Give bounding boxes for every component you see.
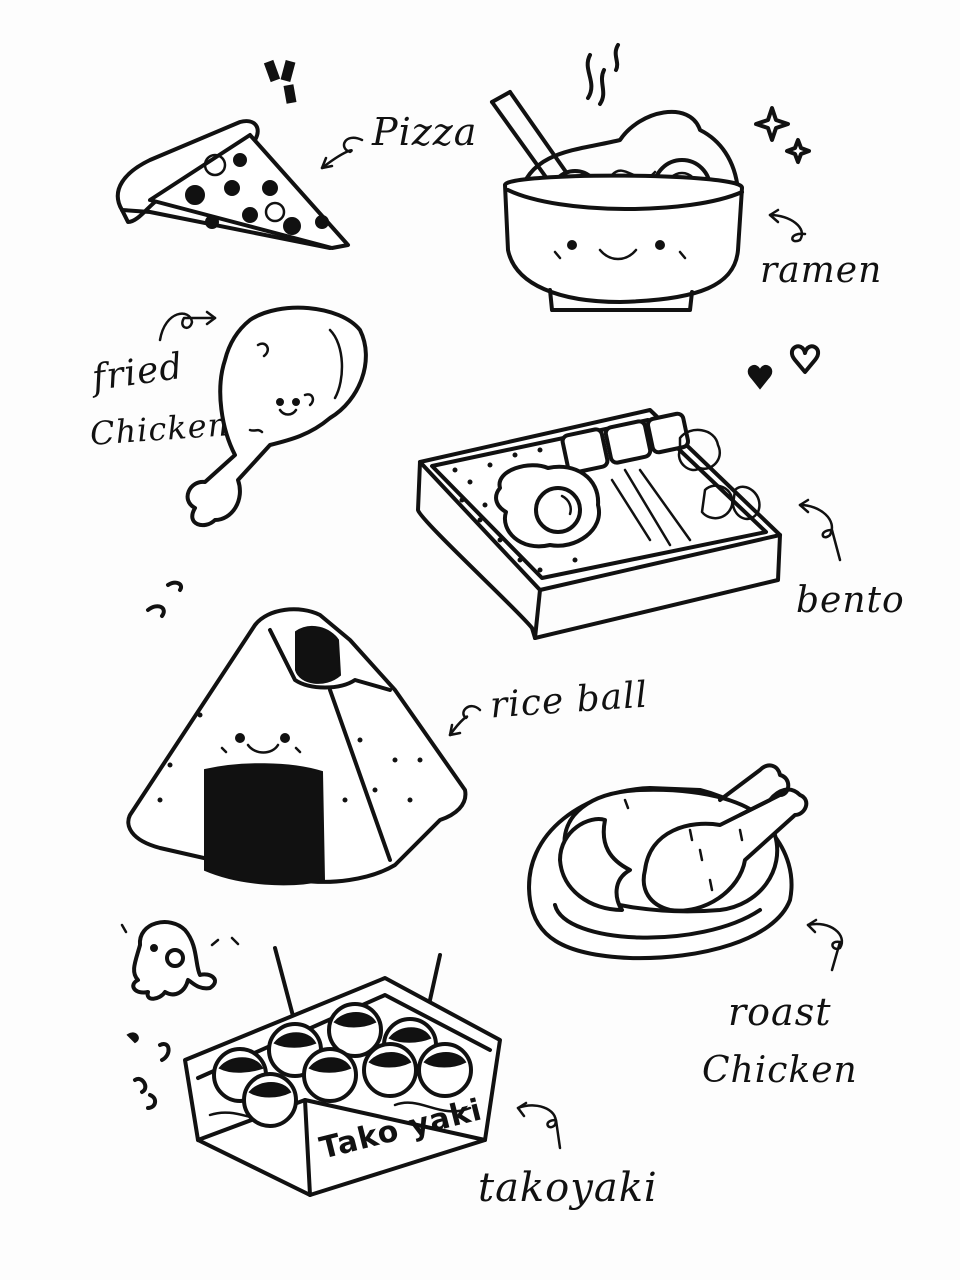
label-roast-chicken-line1: roast [728, 990, 832, 1034]
label-pizza: Pizza [372, 110, 478, 154]
label-takoyaki: takoyaki [478, 1165, 658, 1211]
rice-ball-drawing [126, 580, 482, 886]
bento-box-drawing [416, 344, 842, 640]
ramen-bowl-drawing [490, 43, 811, 312]
roast-chicken-drawing [527, 763, 844, 972]
fried-chicken-drawing [158, 305, 368, 528]
pizza-slice-drawing [115, 59, 364, 250]
label-roast-chicken-line2: Chicken [702, 1050, 858, 1091]
takoyaki-drawing [120, 920, 562, 1197]
label-bento: bento [796, 580, 905, 621]
label-ramen: ramen [760, 250, 883, 291]
